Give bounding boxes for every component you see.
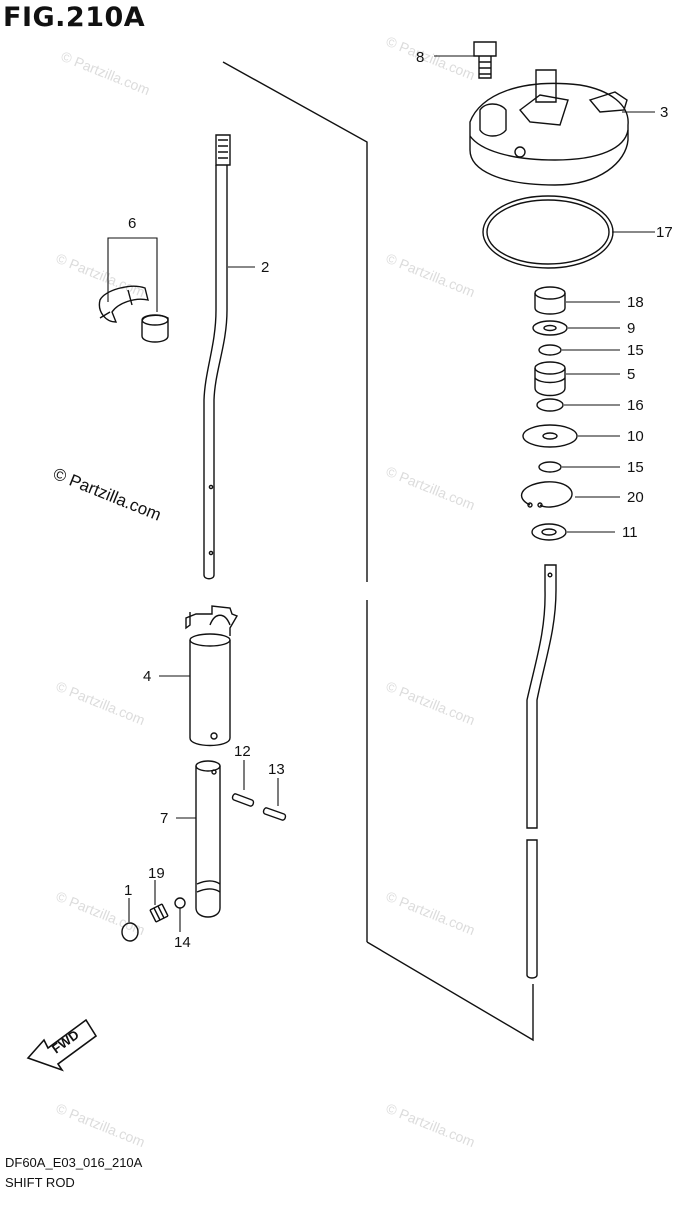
callout: 14 <box>174 934 191 951</box>
callout: 6 <box>128 215 136 232</box>
part-ball <box>174 897 186 909</box>
callout: 11 <box>622 524 638 541</box>
callout: 18 <box>627 294 644 311</box>
part-guide <box>534 361 566 397</box>
watermark: © Partzilla.com <box>54 250 147 300</box>
part-washer-9 <box>532 320 568 336</box>
watermark: © Partzilla.com <box>54 1100 147 1150</box>
watermark: © Partzilla.com <box>384 888 477 938</box>
callout: 17 <box>656 224 673 241</box>
watermark: © Partzilla.com <box>384 33 477 83</box>
part-lower-rod <box>195 760 221 918</box>
callout: 15 <box>627 342 644 359</box>
callout: 4 <box>143 668 151 685</box>
leader-lines <box>107 55 655 932</box>
callout: 16 <box>627 397 644 414</box>
figure-title: FIG.210A <box>3 2 146 33</box>
part-circlip <box>520 481 573 508</box>
fwd-arrow: FWD <box>26 1018 98 1072</box>
watermark: © Partzilla.com <box>384 463 477 513</box>
watermark: © Partzilla.com <box>54 888 147 938</box>
part-spring <box>149 903 169 923</box>
callout: 3 <box>660 104 668 121</box>
callout: 7 <box>160 810 168 827</box>
callout: 20 <box>627 489 644 506</box>
callout: 19 <box>148 865 165 882</box>
part-upper-shift-shaft <box>526 564 557 979</box>
part-small-o-ring-upper <box>538 344 562 356</box>
callout: 10 <box>627 428 644 445</box>
part-cap <box>121 922 139 942</box>
part-seal <box>531 523 567 541</box>
part-pin-12 <box>231 793 255 807</box>
watermark: © Partzilla.com <box>54 678 147 728</box>
part-housing <box>469 69 629 186</box>
part-clip <box>98 285 149 323</box>
callout: 8 <box>416 49 424 66</box>
watermark-main: © Partzilla.com <box>51 464 164 525</box>
watermark: © Partzilla.com <box>384 250 477 300</box>
callout: 5 <box>627 366 635 383</box>
callout-labels: 8 3 17 18 9 15 5 16 10 15 20 11 6 2 4 12… <box>124 49 673 951</box>
watermarks: © Partzilla.com © Partzilla.com © Partzi… <box>51 33 478 1150</box>
part-small-o-ring-lower <box>538 461 562 473</box>
callout: 12 <box>234 743 251 760</box>
callout: 15 <box>627 459 644 476</box>
figure-code: DF60A_E03_016_210A <box>5 1155 143 1170</box>
figure-name: SHIFT ROD <box>5 1175 75 1190</box>
assembly-bracket <box>222 61 534 1042</box>
part-sleeve <box>141 314 169 343</box>
callout: 1 <box>124 882 132 899</box>
part-o-ring-16 <box>536 398 564 412</box>
part-washer-10 <box>522 424 578 448</box>
part-pin-13 <box>262 807 287 821</box>
part-o-ring <box>482 195 614 269</box>
part-bolt <box>473 41 497 79</box>
watermark: © Partzilla.com <box>384 1100 477 1150</box>
callout: 2 <box>261 259 269 276</box>
part-shift-rod <box>203 134 231 580</box>
part-coupler <box>185 605 239 747</box>
watermark: © Partzilla.com <box>59 48 152 98</box>
callout: 9 <box>627 320 635 337</box>
watermark: © Partzilla.com <box>384 678 477 728</box>
part-bushing <box>534 286 566 315</box>
callout: 13 <box>268 761 285 778</box>
